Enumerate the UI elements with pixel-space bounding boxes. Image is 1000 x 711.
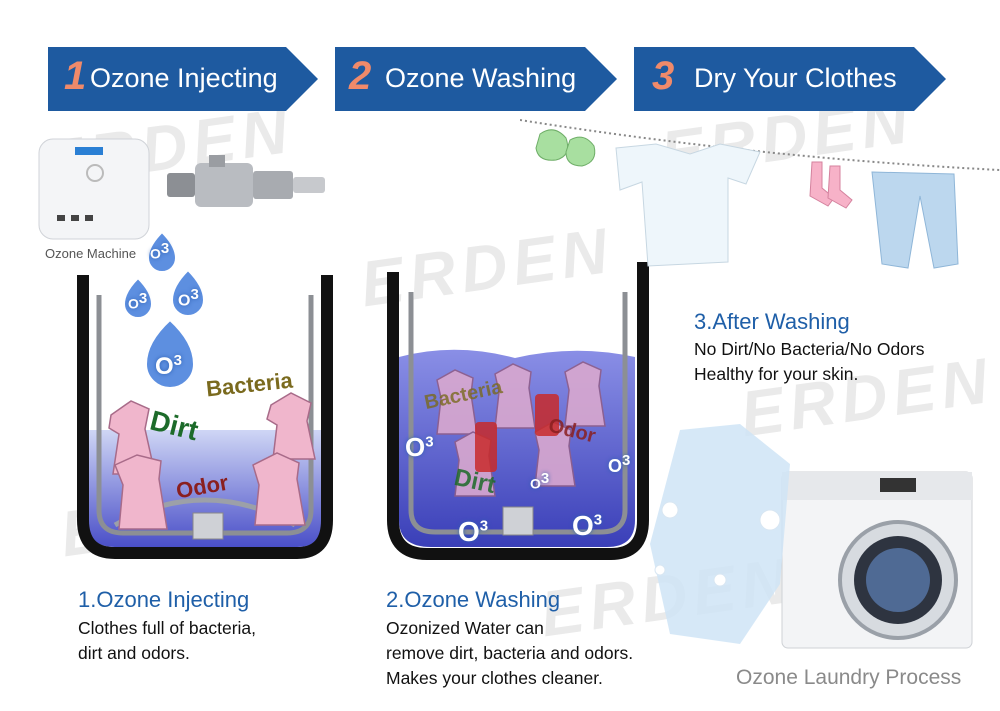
banner-number: 2 (349, 54, 372, 98)
ozone-o3-mark: O3 (128, 290, 148, 312)
ozone-drops-icon (122, 230, 206, 389)
washing-tank-2 (387, 262, 649, 560)
step3-title: 3.After Washing (694, 309, 850, 334)
ozone-machine-label: Ozone Machine (45, 246, 137, 261)
step-banner-2: 2 Ozone Washing (335, 47, 617, 111)
step1-title: 1.Ozone Injecting (78, 587, 250, 612)
banner-arrow-shape (48, 47, 318, 111)
step3-line: Healthy for your skin. (694, 364, 859, 384)
injector-nozzle-icon (167, 155, 325, 207)
ozone-o3-mark: O3 (155, 352, 183, 380)
process-caption: Ozone Laundry Process (736, 666, 962, 689)
ozone-o3-mark: O3 (178, 286, 199, 310)
clean-clothes-icon (650, 424, 790, 644)
banner-label: Ozone Injecting (90, 63, 278, 93)
step2-title: 2.Ozone Washing (386, 587, 561, 612)
step3-line: No Dirt/No Bacteria/No Odors (694, 339, 925, 359)
step1-line: dirt and odors. (78, 643, 190, 663)
banner-arrow-shape (335, 47, 617, 111)
ozone-o3-mark: O3 (572, 510, 603, 541)
ozone-machine-icon (38, 138, 150, 240)
banner-arrow-shape (634, 47, 946, 111)
ozone-o3-mark: O3 (150, 240, 170, 262)
step-banner-1: 1 Ozone Injecting (48, 47, 318, 111)
step1-line: Clothes full of bacteria, (78, 618, 257, 638)
banner-label: Dry Your Clothes (694, 63, 897, 93)
step2-line: Ozonized Water can (386, 618, 544, 638)
ozone-o3-mark: O3 (530, 470, 550, 492)
step2-line: remove dirt, bacteria and odors. (386, 643, 634, 663)
ozone-o3-mark: O3 (608, 452, 631, 476)
washing-tank-1 (77, 275, 333, 559)
ozone-o3-mark: O3 (405, 432, 434, 462)
step-banner-3: 3 Dry Your Clothes (634, 47, 946, 111)
step2-line: Makes your clothes cleaner. (386, 668, 603, 688)
banner-label: Ozone Washing (385, 63, 577, 93)
banner-number: 1 (64, 54, 87, 98)
banner-number: 3 (652, 54, 675, 98)
clothesline-icon (520, 119, 1000, 269)
washing-machine-icon (781, 471, 973, 649)
ozone-o3-mark: O3 (458, 516, 489, 547)
